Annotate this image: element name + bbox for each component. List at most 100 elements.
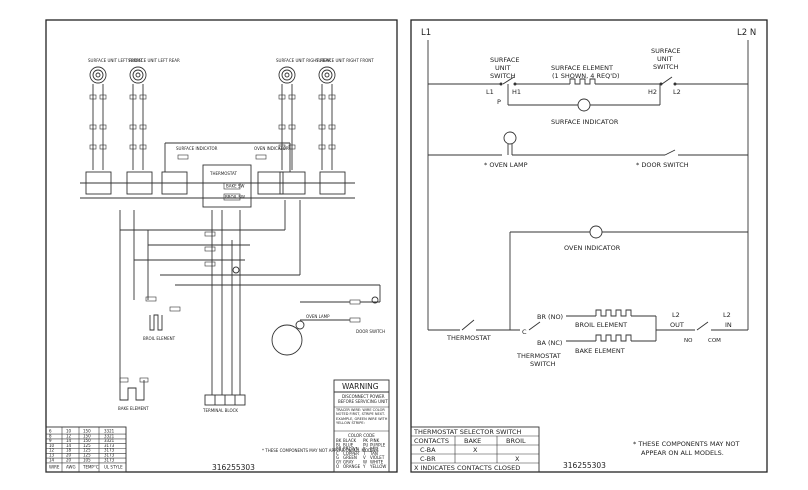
color-code-abbr: C (336, 451, 339, 456)
color-code-abbr: BL (336, 442, 342, 447)
wire-table-cell: 3321 (104, 433, 115, 438)
left-wiring-panel: SURFACE UNIT LEFT FRONT SURFACE UNIT LEF… (45, 19, 398, 473)
wire-table-cell: 18 (66, 448, 72, 453)
wire-table-cell: 3321 (104, 429, 115, 434)
oven-lamp-left: OVEN LAMP (271, 314, 330, 356)
l1-label: L1 (421, 28, 431, 38)
wire-table-cell: 3173 (104, 453, 115, 458)
color-code-abbr: GY (336, 460, 342, 465)
surface-indicator-label: SURFACE INDICATOR (551, 118, 619, 126)
in-label: IN (725, 321, 732, 329)
selector-header-bake: BAKE (464, 437, 481, 445)
wire-table-cell: 125 (83, 453, 91, 458)
surface-switch-right-blade (661, 76, 673, 85)
wire-table-footer: WIRE (49, 465, 60, 470)
thermostat-block: THERMOSTAT BAKE SW BROIL SW (202, 164, 252, 208)
surface-unit-switch-left-label-3: SWITCH (490, 72, 516, 80)
broil-element-label-left: BROIL ELEMENT (143, 336, 176, 341)
color-code-name: BROWN (343, 447, 359, 452)
h1-label: H1 (512, 88, 521, 96)
unit-label-rf: SURFACE UNIT RIGHT FRONT (316, 58, 374, 63)
out-label: OUT (670, 321, 684, 329)
p-small-label: P (497, 98, 501, 106)
terminal-block: TERMINAL BLOCK (202, 394, 246, 413)
color-code-name: COPPER (343, 451, 359, 456)
color-code-abbr: V (363, 455, 366, 460)
selector-header-contacts: CONTACTS (414, 437, 449, 445)
thermostat-switch-label-2: SWITCH (530, 360, 556, 368)
left-panel-frame (45, 19, 398, 473)
h2-label: H2 (648, 88, 657, 96)
thermostat-label: THERMOSTAT (209, 171, 237, 176)
l2-out-label: L2 (672, 311, 680, 319)
br-no-label: BR (NO) (537, 313, 563, 321)
thermostat-switch-label-1: THERMOSTAT (516, 352, 561, 360)
color-code-abbr: BK (336, 438, 342, 443)
l1-small-label: L1 (486, 88, 494, 96)
color-code-name: GREEN (343, 455, 357, 460)
color-code-name: VIOLET (370, 455, 385, 460)
wire-table-cell: 20 (66, 457, 72, 462)
color-code-name: BLUE (343, 442, 354, 447)
color-code-title: COLOR CODE (348, 433, 375, 438)
surface-indicator-label: SURFACE INDICATOR (176, 146, 218, 151)
thermostat-blade (461, 319, 475, 331)
relay-blade (696, 321, 709, 331)
color-code-name: ORANGE (343, 464, 361, 469)
right-schematic-panel: L1 L2 N SURFACE UNIT SWITCH SURFACE ELEM… (410, 19, 768, 473)
wire-table-cell: 10 (66, 429, 72, 434)
l2-in-label: L2 (723, 311, 731, 319)
wire-table-cell: 125 (83, 448, 91, 453)
oven-lamp-label: * OVEN LAMP (484, 161, 528, 169)
surface-unit-switch-left-label-1: SURFACE (490, 56, 520, 64)
unit-label-rr: SURFACE UNIT RIGHT REAR (276, 58, 331, 63)
broil-sw-label: BROIL SW (225, 195, 245, 200)
bake-element-left: BAKE ELEMENT (118, 377, 149, 411)
left-note: * THESE COMPONENTS MAY NOT APPEAR ON ALL… (262, 448, 379, 453)
bake-element-coil (595, 334, 632, 342)
warning-line2: BEFORE SERVICING UNIT (338, 399, 388, 404)
surface-element-label: SURFACE ELEMENT (551, 64, 613, 72)
right-panel-frame (410, 19, 768, 473)
tracer-note: TRACER WIRE: WIRE COLOR NOTED FIRST, STR… (336, 408, 387, 425)
color-code-abbr: PU (363, 442, 368, 447)
door-switch-blade (664, 149, 676, 156)
right-note-line2: APPEAR ON ALL MODELS. (641, 449, 724, 457)
left-part-number: 316255303 (212, 463, 255, 472)
color-code-name: PURPLE (370, 442, 386, 447)
oven-lamp-label-left: OVEN LAMP (306, 314, 330, 319)
color-code-name: PINK (370, 438, 380, 443)
right-note-line1: * THESE COMPONENTS MAY NOT (633, 440, 739, 448)
thermostat-label: THERMOSTAT (446, 334, 491, 342)
bake-element-label: BAKE ELEMENT (575, 347, 625, 355)
right-part-number: 316255303 (563, 461, 606, 470)
bake-element-label-left: BAKE ELEMENT (118, 406, 149, 411)
color-code-name: GRAY (343, 460, 354, 465)
oven-indicator-lamp (589, 225, 603, 239)
unit-label-lr: SURFACE UNIT LEFT REAR (128, 58, 180, 63)
wire-table-cell: 14 (66, 438, 72, 443)
unit-label-lf: SURFACE UNIT LEFT FRONT (88, 58, 143, 63)
l2n-label: L2 N (737, 28, 756, 38)
selector-switch-blade (528, 321, 541, 331)
surface-unit-switch-right-label-2: UNIT (657, 55, 673, 63)
door-switch-label-left: DOOR SWITCH (356, 329, 385, 334)
color-code-name: YELLOW (369, 464, 386, 469)
oven-lamp-bulb (503, 131, 517, 145)
color-code-abbr: T (362, 451, 366, 456)
broil-element-left: BROIL ELEMENT (143, 296, 181, 341)
wire-table-cell: 150 (83, 433, 91, 438)
selector-table-footer: X INDICATES CONTACTS CLOSED (414, 464, 520, 472)
warning-box: WARNING DISCONNECT POWER BEFORE SERVICIN… (333, 379, 390, 473)
wire-table-cell: 8 (49, 433, 52, 438)
wire-table-cell: 14 (66, 443, 72, 448)
com-label: COM (708, 338, 721, 344)
terminal-block-label: TERMINAL BLOCK (202, 408, 238, 413)
color-code-abbr: PK (363, 438, 368, 443)
no-label: NO (684, 338, 693, 344)
wire-table-cell: 12 (66, 433, 72, 438)
wire-table-cell: 10 (49, 443, 55, 448)
left-note-line: * THESE COMPONENTS MAY NOT APPEAR ON ALL… (262, 448, 379, 453)
